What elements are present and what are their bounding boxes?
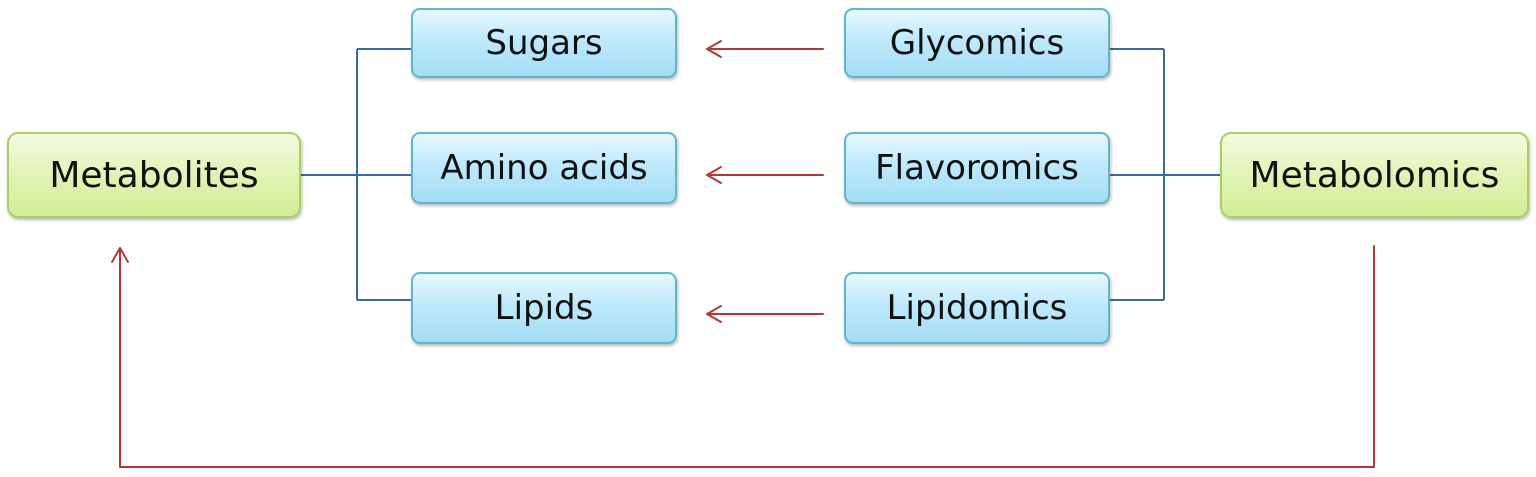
arrow-flavoromics-to-amino-acids (706, 166, 824, 184)
amino-acids-box: Amino acids (411, 132, 677, 204)
metabolites-box: Metabolites (7, 132, 301, 218)
lipidomics-box: Lipidomics (844, 272, 1110, 344)
glycomics-box: Glycomics (844, 8, 1110, 78)
lipidomics-label: Lipidomics (886, 288, 1068, 328)
metabolomics-box: Metabolomics (1220, 132, 1529, 218)
lipids-box: Lipids (411, 272, 677, 344)
sugars-label: Sugars (485, 23, 603, 63)
arrow-lipidomics-to-lipids (706, 305, 824, 323)
left-bracket (301, 48, 411, 301)
metabolomics-label: Metabolomics (1249, 154, 1500, 196)
lipids-label: Lipids (494, 288, 594, 328)
arrow-glycomics-to-sugars (706, 40, 824, 58)
metabolites-label: Metabolites (49, 154, 259, 196)
red-arrows (111, 40, 1375, 468)
arrow-metabolomics-to-metabolites (111, 245, 1375, 468)
glycomics-label: Glycomics (889, 23, 1065, 63)
amino-acids-label: Amino acids (440, 148, 648, 188)
flavoromics-box: Flavoromics (844, 132, 1110, 204)
right-bracket (1110, 48, 1220, 301)
sugars-box: Sugars (411, 8, 677, 78)
flavoromics-label: Flavoromics (875, 148, 1079, 188)
